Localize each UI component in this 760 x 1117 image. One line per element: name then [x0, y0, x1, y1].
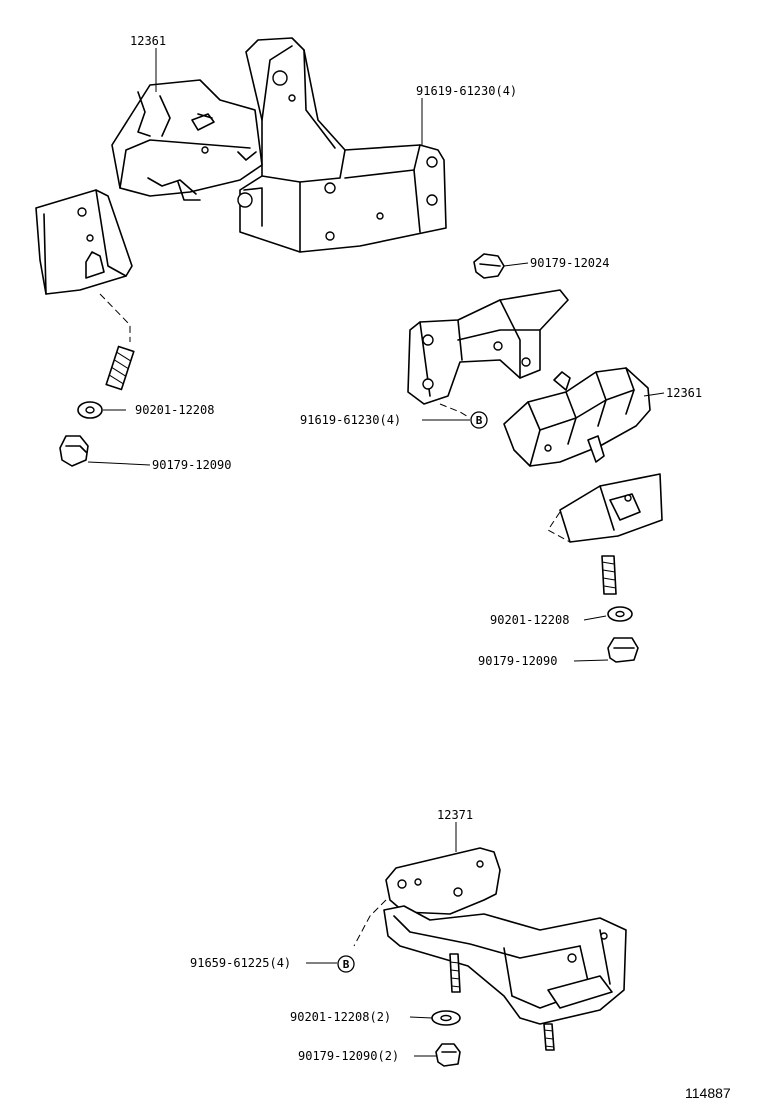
left-lower-bracket — [35, 189, 133, 342]
left-nut — [59, 435, 89, 467]
label-right-nut: 90179-12090 — [478, 654, 557, 668]
label-right-top-nut: 90179-12024 — [530, 256, 609, 270]
label-left-washer: 90201-12208 — [135, 403, 214, 417]
callout-marker-b-lower: B — [337, 955, 355, 973]
label-left-nut: 90179-12090 — [152, 458, 231, 472]
label-rear-nut: 90179-12090(2) — [298, 1049, 399, 1063]
label-right-washer: 90201-12208 — [490, 613, 569, 627]
left-engine-bracket — [237, 37, 447, 253]
right-washer — [607, 606, 633, 622]
label-rear-washer: 90201-12208(2) — [290, 1010, 391, 1024]
rear-washer — [431, 1010, 461, 1026]
right-top-nut — [473, 253, 505, 279]
right-stud — [601, 555, 617, 595]
callout-marker-b-lower-text: B — [343, 958, 350, 971]
label-rear-bolt: 91659-61225(4) — [190, 956, 291, 970]
callout-marker-b-upper: B — [470, 411, 488, 429]
right-lower-bracket — [547, 473, 663, 543]
right-engine-bracket — [407, 289, 569, 419]
figure-number: 114887 — [685, 1085, 731, 1101]
label-top-bracket-bolt: 91619-61230(4) — [416, 84, 517, 98]
rear-mount-crossmember — [383, 905, 627, 1025]
label-rear-mount: 12371 — [437, 808, 473, 822]
rear-mount-studs — [449, 953, 555, 1051]
leader-lines — [87, 48, 665, 1057]
left-washer — [77, 401, 103, 419]
label-right-mount: 12361 — [666, 386, 702, 400]
callout-marker-b-upper-text: B — [476, 414, 483, 427]
label-top-mount-left: 12361 — [130, 34, 166, 48]
right-nut — [607, 637, 639, 663]
left-mount-insulator — [111, 79, 263, 201]
left-stud — [105, 345, 135, 391]
label-right-bracket-bolt: 91619-61230(4) — [300, 413, 401, 427]
right-mount-insulator — [503, 367, 651, 467]
rear-nut — [435, 1043, 461, 1067]
